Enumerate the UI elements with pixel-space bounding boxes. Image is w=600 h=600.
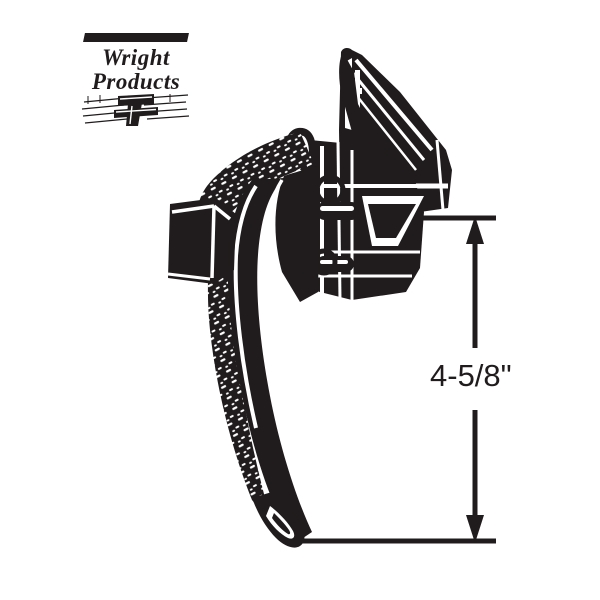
brand-logo: Wright Products xyxy=(80,30,192,130)
dimension-arrow-bottom xyxy=(466,410,484,543)
product-assembly xyxy=(167,47,452,548)
thumb-press-lever xyxy=(167,198,236,284)
wright-products-emblem-icon xyxy=(81,94,190,126)
dimension-annotation xyxy=(302,215,496,544)
mounting-post-upper xyxy=(316,202,360,220)
dimension-arrow-top xyxy=(466,216,484,348)
logo-text-line-1: Wright xyxy=(102,45,170,70)
dimension-label: 4-5/8" xyxy=(430,358,512,393)
logo-rule-bar xyxy=(83,33,189,42)
logo-text-line-2: Products xyxy=(91,69,181,94)
handle-tail-tip xyxy=(252,492,305,548)
handle-grip xyxy=(198,132,320,540)
hook-arm xyxy=(339,52,386,160)
